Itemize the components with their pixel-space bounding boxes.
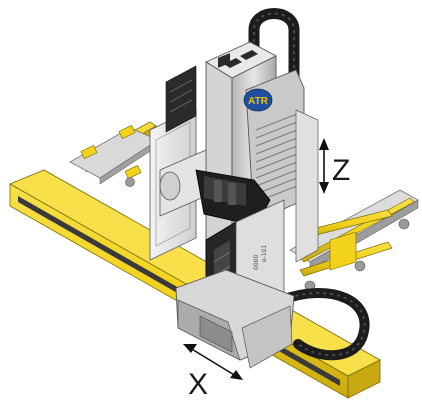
z-cable-loop <box>248 8 300 156</box>
cable-chain <box>277 288 370 361</box>
y-carriage <box>159 149 271 227</box>
x-carriage-base <box>175 269 295 369</box>
z-axis-indicator: Z <box>319 138 350 194</box>
right-cross-rails <box>299 209 410 292</box>
logo-text: ATR <box>248 96 269 107</box>
head-marking-1: e-101 <box>261 245 268 262</box>
back-left-tabs <box>80 125 142 187</box>
x-axis-indicator: X <box>183 344 243 401</box>
brand-logo: ATR <box>243 88 273 112</box>
head-marking-2: 0000 <box>253 255 260 270</box>
x-axis-label: X <box>188 368 208 401</box>
z-axis-label: Z <box>332 154 350 187</box>
